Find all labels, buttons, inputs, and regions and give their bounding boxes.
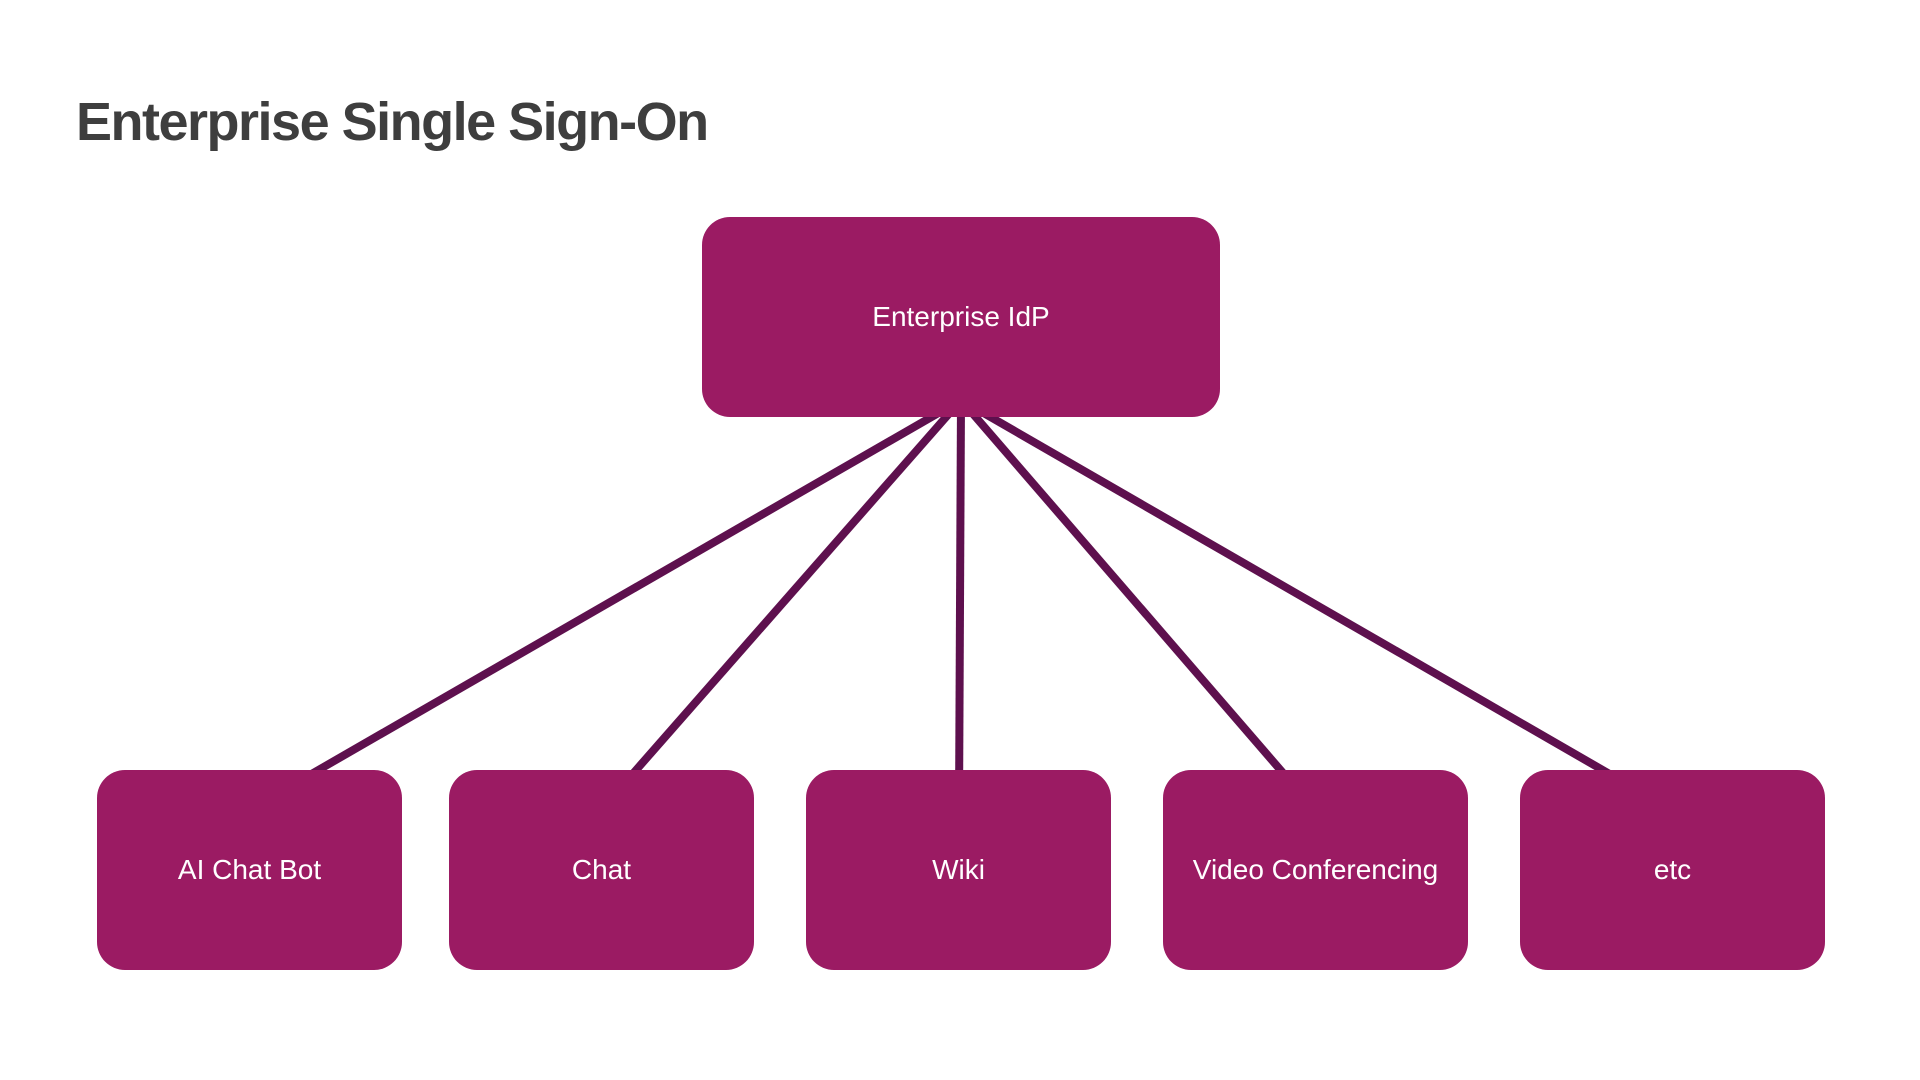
connector-idp-to-chat [597, 397, 965, 813]
node-wiki[interactable]: Wiki [806, 770, 1111, 970]
node-label: Enterprise IdP [872, 301, 1050, 332]
node-enterprise-idp[interactable]: Enterprise IdP [702, 217, 1220, 417]
node-chat[interactable]: Chat [449, 770, 754, 970]
node-etc[interactable]: etc [1520, 770, 1825, 970]
node-label: etc [1653, 854, 1692, 885]
node-ai-chat-bot[interactable]: AI Chat Bot [97, 770, 402, 970]
connector-idp-to-etc [959, 396, 1674, 814]
node-label: Chat [571, 854, 632, 885]
connector-idp-to-wiki [955, 399, 965, 811]
page-title: Enterprise Single Sign-On [76, 92, 709, 152]
node-label: AI Chat Bot [177, 854, 322, 885]
node-label: Wiki [932, 854, 985, 885]
connector-idp-to-ai-chat-bot [247, 396, 963, 814]
node-video-conferencing[interactable]: Video Conferencing [1163, 770, 1468, 970]
connector-idp-to-video-conferencing [957, 397, 1319, 813]
node-label: Video Conferencing [1192, 854, 1439, 885]
